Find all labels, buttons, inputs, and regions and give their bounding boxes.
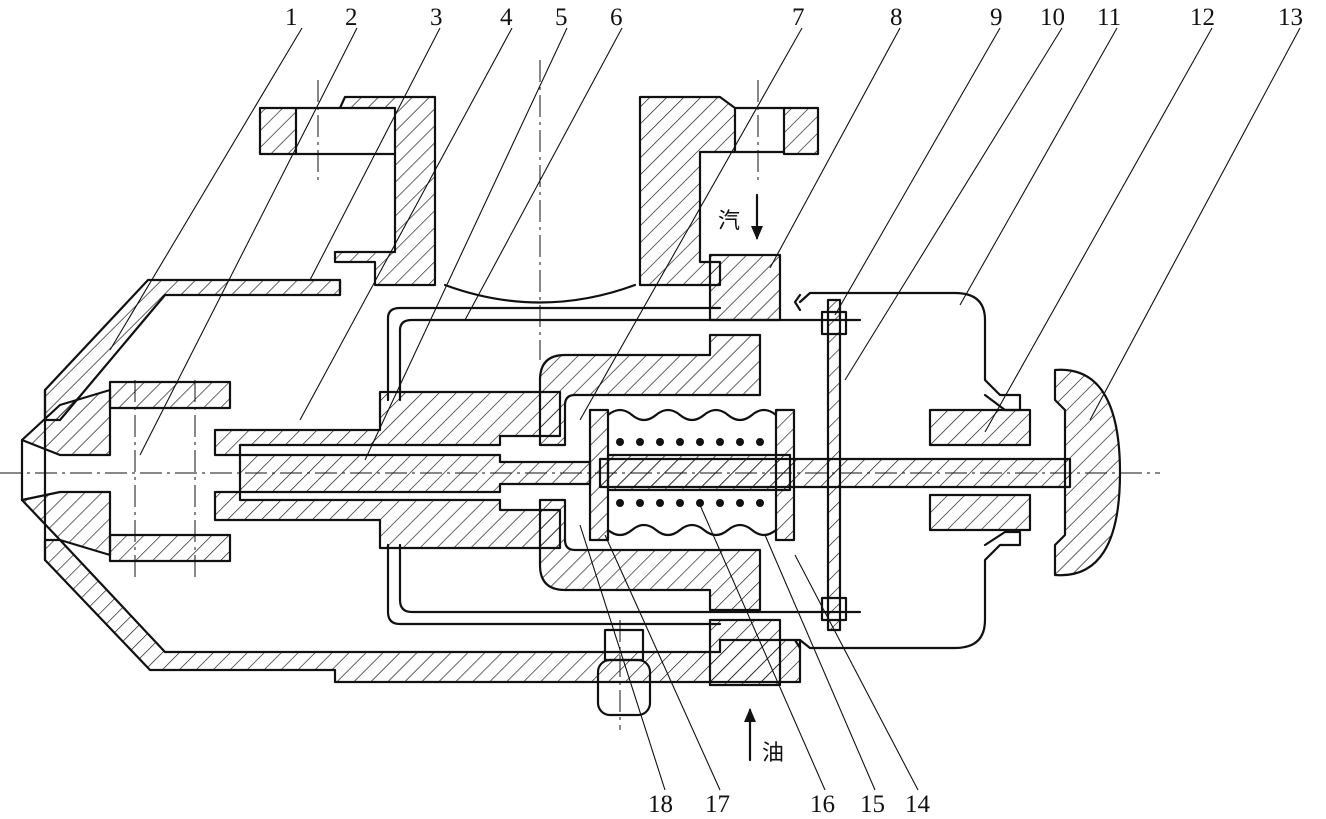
steam-inlet-arrow: 汽 — [718, 193, 763, 240]
drain-plug — [596, 620, 652, 730]
part-number-18: 18 — [648, 791, 673, 818]
part-number-3: 3 — [430, 4, 443, 31]
oil-inlet-arrow: 油 — [744, 708, 784, 766]
part-number-12: 12 — [1190, 4, 1215, 31]
part-number-15: 15 — [860, 791, 885, 818]
part-number-10: 10 — [1040, 4, 1065, 31]
part-number-1: 1 — [285, 4, 298, 31]
part-number-5: 5 — [555, 4, 568, 31]
oil-label: 油 — [762, 741, 784, 766]
valve-body — [538, 253, 796, 687]
part-number-11: 11 — [1097, 4, 1121, 31]
leaders-top — [109, 27, 1301, 461]
steam-label: 汽 — [718, 209, 740, 234]
valve-stem — [598, 457, 1072, 489]
right-cover — [793, 291, 1122, 650]
part-number-14: 14 — [905, 791, 931, 818]
part-number-9: 9 — [990, 4, 1003, 31]
nozzle-tip — [20, 380, 232, 580]
part-number-2: 2 — [345, 4, 358, 31]
part-numbers-bottom: 18 17 16 15 14 — [648, 791, 931, 818]
part-number-4: 4 — [500, 4, 513, 31]
part-numbers-top: 1 2 3 4 5 6 7 8 9 10 11 12 13 — [285, 4, 1303, 31]
part-number-16: 16 — [810, 791, 835, 818]
inner-tubes — [213, 306, 722, 626]
part-number-6: 6 — [610, 4, 623, 31]
top-flange — [258, 95, 820, 304]
leaders-bottom — [579, 504, 919, 791]
part-number-13: 13 — [1278, 4, 1303, 31]
part-number-8: 8 — [890, 4, 903, 31]
part-number-17: 17 — [705, 791, 730, 818]
part-number-7: 7 — [792, 4, 805, 31]
